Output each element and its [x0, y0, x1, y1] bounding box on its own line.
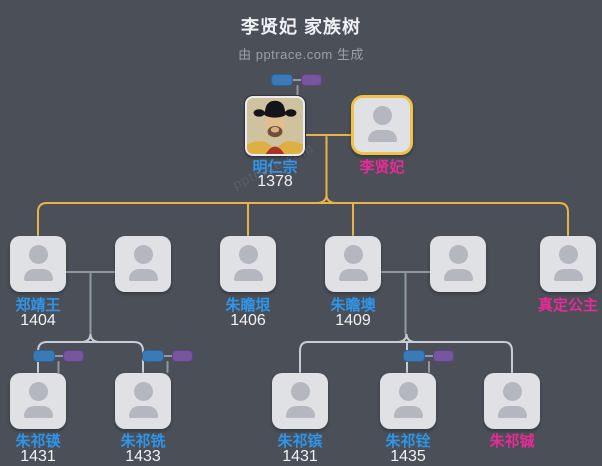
person-silhouette-icon — [133, 245, 153, 264]
person-node[interactable] — [10, 236, 66, 292]
person-silhouette-icon — [398, 382, 418, 401]
person-name: 朱祁铨 — [385, 433, 431, 450]
person-node[interactable] — [220, 236, 276, 292]
collapsed-spouse-node[interactable] — [301, 74, 322, 86]
person-silhouette-icon — [28, 382, 48, 401]
person-silhouette-icon — [343, 245, 363, 264]
person-node[interactable] — [325, 236, 381, 292]
person-silhouette-icon — [28, 245, 48, 264]
person-silhouette-icon — [558, 245, 578, 264]
collapsed-spouse-node[interactable] — [433, 350, 454, 362]
person-name: 朱祁铖 — [489, 433, 535, 450]
page-title: 李贤妃 家族树 — [240, 17, 361, 37]
collapsed-male-node[interactable] — [142, 350, 164, 362]
person-node-spouse[interactable] — [430, 236, 486, 292]
person-node[interactable] — [272, 373, 328, 429]
person-node[interactable] — [540, 236, 596, 292]
person-name: 李贤妃 — [359, 159, 405, 176]
person-name: 真定公主 — [537, 297, 598, 314]
person-name: 朱祁锳 — [15, 433, 61, 450]
collapsed-spouse-node[interactable] — [63, 350, 84, 362]
person-silhouette-icon — [502, 382, 522, 401]
person-name: 朱瞻垠 — [225, 297, 271, 314]
person-year: 1431 — [282, 448, 318, 465]
collapsed-male-node[interactable] — [403, 350, 425, 362]
person-silhouette-icon — [448, 245, 468, 264]
person-silhouette-icon — [290, 382, 310, 401]
emperor-portrait — [247, 98, 303, 154]
person-node[interactable] — [380, 373, 436, 429]
person-node[interactable] — [115, 373, 171, 429]
person-name: 郑靖王 — [15, 297, 61, 314]
collapsed-spouse-node[interactable] — [172, 350, 193, 362]
person-node[interactable] — [484, 373, 540, 429]
person-year: 1404 — [20, 312, 56, 329]
person-node[interactable] — [10, 373, 66, 429]
person-name: 朱瞻墺 — [330, 297, 376, 314]
person-name: 朱祁镔 — [277, 433, 323, 450]
person-node-spouse[interactable] — [115, 236, 171, 292]
person-silhouette-icon — [133, 382, 153, 401]
person-silhouette-icon — [238, 245, 258, 264]
person-silhouette-icon — [372, 106, 392, 125]
person-year: 1431 — [20, 448, 56, 465]
collapsed-male-node[interactable] — [271, 74, 293, 86]
person-year: 1409 — [335, 312, 371, 329]
person-node-emperor[interactable] — [245, 96, 305, 156]
collapsed-male-node[interactable] — [33, 350, 55, 362]
person-name: 明仁宗 — [252, 159, 298, 176]
person-year: 1378 — [257, 173, 293, 190]
person-year: 1433 — [125, 448, 161, 465]
person-name: 朱祁铣 — [120, 433, 166, 450]
page-subtitle: 由 pptrace.com 生成 — [238, 47, 364, 62]
person-year: 1435 — [390, 448, 426, 465]
person-year: 1406 — [230, 312, 266, 329]
person-node-consort-selected[interactable] — [351, 95, 413, 155]
